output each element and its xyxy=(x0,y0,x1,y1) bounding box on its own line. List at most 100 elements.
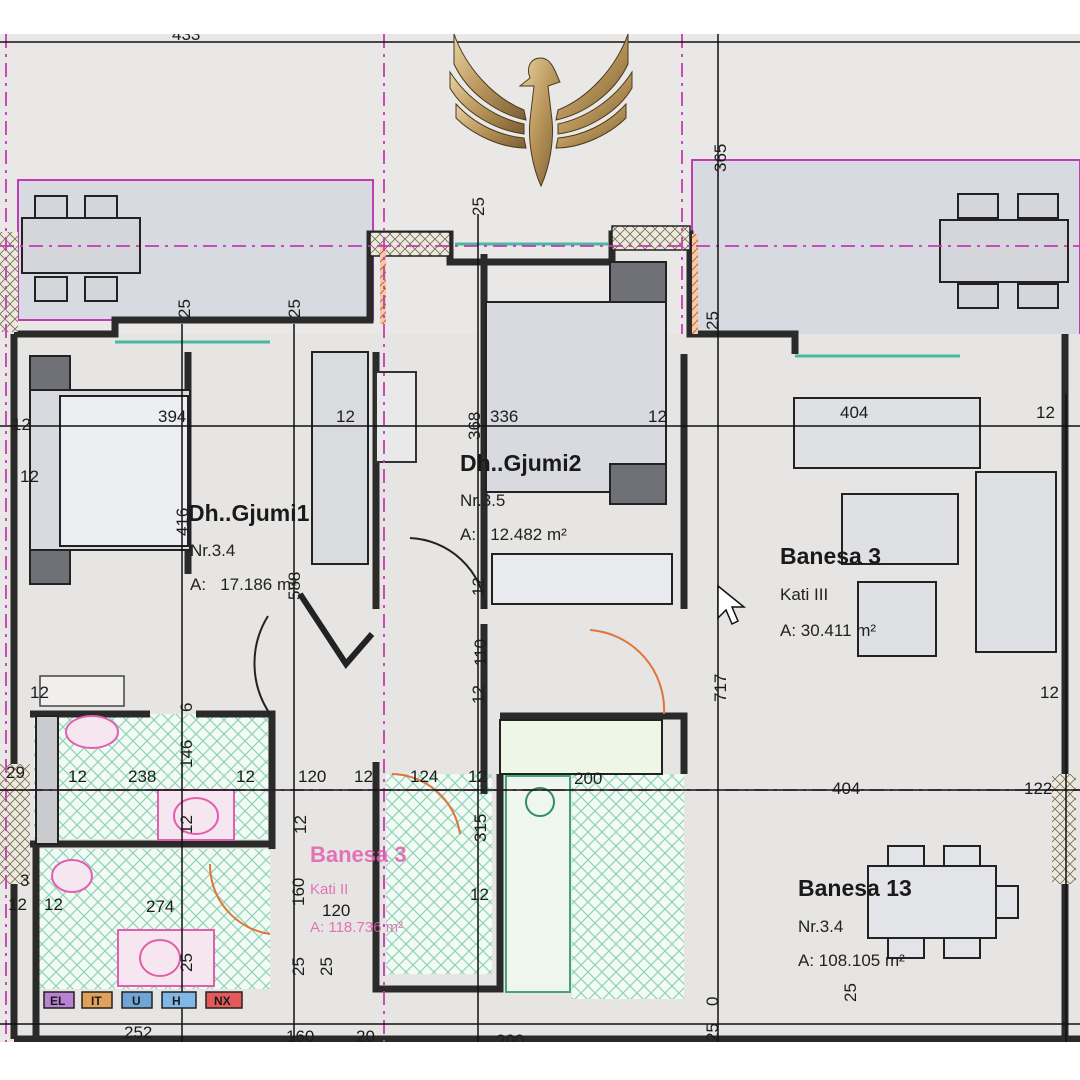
dim-label: 12 xyxy=(354,767,373,786)
sink-icon xyxy=(525,787,555,817)
room-number: Nr.3.4 xyxy=(798,917,843,936)
wardrobe-2 xyxy=(491,553,673,605)
layer-tags: EL IT U H NX xyxy=(43,991,243,1009)
dim-label: 12 xyxy=(1040,683,1059,702)
room-name: Dh..Gjumi2 xyxy=(460,450,581,476)
bathroom-fixtures xyxy=(51,715,235,987)
layer-tag-label: U xyxy=(132,994,141,1008)
room-label-apartment13: Banesa 13 Nr.3.4 A: 108.105 m² xyxy=(798,875,912,970)
shower-tray xyxy=(35,715,59,845)
wall-hatch-left-1 xyxy=(0,232,18,332)
hall-cabinet xyxy=(375,371,417,463)
dim-label: 110 xyxy=(471,639,490,666)
room-area: A: 108.105 m² xyxy=(798,951,905,970)
dim-label: 25 xyxy=(177,953,196,972)
dimension-labels: 433 365 25 25 25 25 394 12 12 12 368 336… xyxy=(6,34,1059,1042)
dim-label: 6 xyxy=(177,703,196,712)
windows xyxy=(115,242,960,358)
dim-label: 20 xyxy=(356,1027,375,1042)
dim-label: 12 xyxy=(30,683,49,702)
dim-label: 12 xyxy=(68,767,87,786)
dim-label: 404 xyxy=(832,779,860,798)
dim-label: 315 xyxy=(471,814,490,842)
dim-label: 717 xyxy=(711,674,730,702)
dim-label: 404 xyxy=(840,403,868,422)
bed-1 xyxy=(29,355,191,585)
dim-label: 25 xyxy=(703,1023,722,1042)
room-floor: Kati III xyxy=(780,585,828,604)
dim-label: 3 xyxy=(20,871,29,890)
floor-plan-drawing: 433 365 25 25 25 25 394 12 12 12 368 336… xyxy=(0,34,1080,1042)
dim-label: 368 xyxy=(465,412,484,440)
layer-tag-label: IT xyxy=(91,994,102,1008)
dim-label: 238 xyxy=(128,767,156,786)
dim-label: 25 xyxy=(841,983,860,1002)
room-number: Nr.3.4 xyxy=(190,541,235,560)
overlay-floor: Kati II xyxy=(310,881,348,898)
door-swings xyxy=(208,537,666,935)
dim-label: 252 xyxy=(124,1023,152,1042)
layer-tag-label: EL xyxy=(50,994,65,1008)
dim-label: 12 xyxy=(469,685,488,704)
dim-label: 12 xyxy=(12,415,31,434)
dim-label: 25 xyxy=(289,957,308,976)
terrace-table-left xyxy=(21,195,141,302)
dim-label: 12 xyxy=(1036,403,1055,422)
layer-tag-el[interactable] xyxy=(43,991,75,1009)
dim-label: 29 xyxy=(6,763,25,782)
dim-label: 200 xyxy=(574,769,602,788)
dim-label: 12 xyxy=(8,895,27,914)
dim-label: 0 xyxy=(703,997,722,1006)
desk-1 xyxy=(39,675,125,707)
dim-label: 12 xyxy=(236,767,255,786)
dim-label: 25 xyxy=(285,299,304,318)
room-label-overlay: Banesa 3 Kati II A: 118.736 m² xyxy=(310,842,407,936)
dim-label: 160 xyxy=(286,1027,314,1042)
dim-label: 120 xyxy=(322,901,350,920)
eagle-emblem-icon xyxy=(449,33,633,188)
room-area: A: 17.186 m² xyxy=(190,575,297,594)
wall-hatch-left-2 xyxy=(0,764,30,884)
terrace-table-right xyxy=(939,193,1069,309)
room-name: Banesa 3 xyxy=(780,543,881,569)
dining-set xyxy=(867,845,1019,959)
dim-label: 433 xyxy=(172,34,200,44)
dim-label: 120 xyxy=(298,767,326,786)
dim-label: 336 xyxy=(490,407,518,426)
dim-label: 160 xyxy=(289,878,308,906)
dim-label: 122 xyxy=(1024,779,1052,798)
layer-tag-nx[interactable] xyxy=(205,991,243,1009)
overlay-area: A: 118.736 m² xyxy=(310,919,403,936)
wardrobe-1 xyxy=(311,351,369,565)
dim-label: 12 xyxy=(291,815,310,834)
room-area: A: 30.411 m² xyxy=(780,621,876,640)
room-name: Banesa 13 xyxy=(798,875,912,901)
dim-label: 365 xyxy=(711,144,730,172)
layer-tag-it[interactable] xyxy=(81,991,113,1009)
dim-label: 416 xyxy=(173,508,192,536)
dim-label: 200 xyxy=(496,1031,524,1042)
wall-orange-strip-2 xyxy=(692,234,698,334)
room-area: A: 12.482 m² xyxy=(460,525,567,544)
layer-tag-u[interactable] xyxy=(121,991,153,1009)
kitchen-unit xyxy=(505,775,571,993)
kitchen-counter xyxy=(499,719,663,775)
wall-hatch-right-1 xyxy=(1052,774,1076,884)
dim-label: 12 xyxy=(469,577,488,596)
kitchen-tile xyxy=(572,774,684,999)
room-number: Nr.3.5 xyxy=(460,491,505,510)
overlay-name: Banesa 3 xyxy=(310,842,407,867)
layer-tag-label: NX xyxy=(214,994,231,1008)
dimension-lines xyxy=(0,34,1080,1042)
room-label-living: Banesa 3 Kati III A: 30.411 m² xyxy=(780,543,881,640)
dim-label: 12 xyxy=(470,885,489,904)
dim-label: 12 xyxy=(468,767,487,786)
dim-label: 146 xyxy=(177,740,196,768)
room-name: Dh..Gjumi1 xyxy=(188,500,310,526)
dim-label: 25 xyxy=(175,299,194,318)
dim-label: 124 xyxy=(410,767,438,786)
dim-label: 588 xyxy=(285,572,304,600)
dim-label: 12 xyxy=(648,407,667,426)
layer-tag-h[interactable] xyxy=(161,991,197,1009)
